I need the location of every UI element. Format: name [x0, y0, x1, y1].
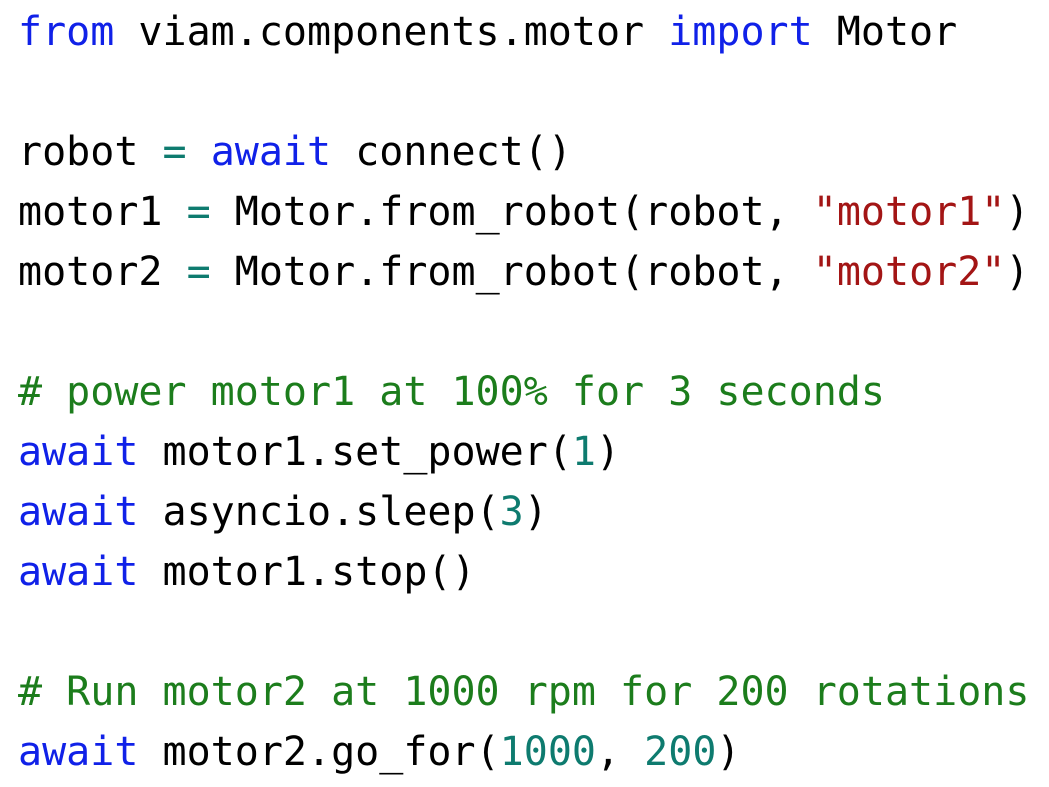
code-line: [18, 62, 1049, 122]
code-line: [18, 602, 1049, 662]
code-token-op: =: [162, 129, 187, 175]
code-token-num: 1: [571, 429, 596, 475]
code-token-pln: motor2.go_for(: [138, 729, 500, 775]
code-token-kw: await: [210, 129, 332, 175]
code-token-pln: Motor.from_robot(robot,: [210, 189, 813, 235]
code-token-pln: ): [1005, 189, 1030, 235]
code-line: await motor1.set_power(1): [18, 422, 1049, 482]
code-token-str: "motor2": [812, 249, 1006, 295]
code-line: await asyncio.sleep(3): [18, 482, 1049, 542]
code-token-op: =: [186, 249, 211, 295]
code-token-com: # Run motor2 at 1000 rpm for 200 rotatio…: [18, 669, 1030, 715]
code-token-kw: import: [668, 9, 813, 55]
code-token-pln: Motor: [812, 9, 958, 55]
code-line: # Run motor2 at 1000 rpm for 200 rotatio…: [18, 662, 1049, 722]
code-token-pln: ): [523, 489, 548, 535]
code-token-kw: from: [18, 9, 115, 55]
code-line: from viam.components.motor import Motor: [18, 2, 1049, 62]
code-token-pln: ,: [595, 729, 645, 775]
code-token-str: "motor1": [812, 189, 1006, 235]
code-token-kw: await: [18, 549, 139, 595]
code-line: # power motor1 at 100% for 3 seconds: [18, 362, 1049, 422]
code-token-num: 3: [499, 489, 524, 535]
code-line: robot = await connect(): [18, 122, 1049, 182]
code-line: await motor1.stop(): [18, 542, 1049, 602]
code-line: motor1 = Motor.from_robot(robot, "motor1…: [18, 182, 1049, 242]
code-token-pln: ): [1005, 249, 1030, 295]
code-line: await motor2.go_for(1000, 200): [18, 722, 1049, 782]
code-token-pln: motor2: [18, 249, 187, 295]
code-line: motor2 = Motor.from_robot(robot, "motor2…: [18, 242, 1049, 302]
code-token-kw: await: [18, 489, 139, 535]
code-line: [18, 302, 1049, 362]
code-token-pln: motor1: [18, 189, 187, 235]
code-token-num: 1000: [499, 729, 596, 775]
code-token-pln: ): [716, 729, 741, 775]
code-token-pln: viam.components.motor: [114, 9, 669, 55]
code-token-num: 200: [644, 729, 717, 775]
code-token-kw: await: [18, 729, 139, 775]
code-token-pln: robot: [18, 129, 163, 175]
code-token-kw: await: [18, 429, 139, 475]
code-token-com: # power motor1 at 100% for 3 seconds: [18, 369, 885, 415]
code-token-op: =: [186, 189, 211, 235]
code-token-pln: Motor.from_robot(robot,: [210, 249, 813, 295]
code-token-pln: asyncio.sleep(: [138, 489, 500, 535]
code-token-pln: ): [596, 429, 621, 475]
code-token-pln: motor1.stop(): [138, 549, 476, 595]
code-token-pln: motor1.set_power(: [138, 429, 572, 475]
code-token-pln: connect(): [331, 129, 572, 175]
code-token-pln: [187, 129, 211, 175]
